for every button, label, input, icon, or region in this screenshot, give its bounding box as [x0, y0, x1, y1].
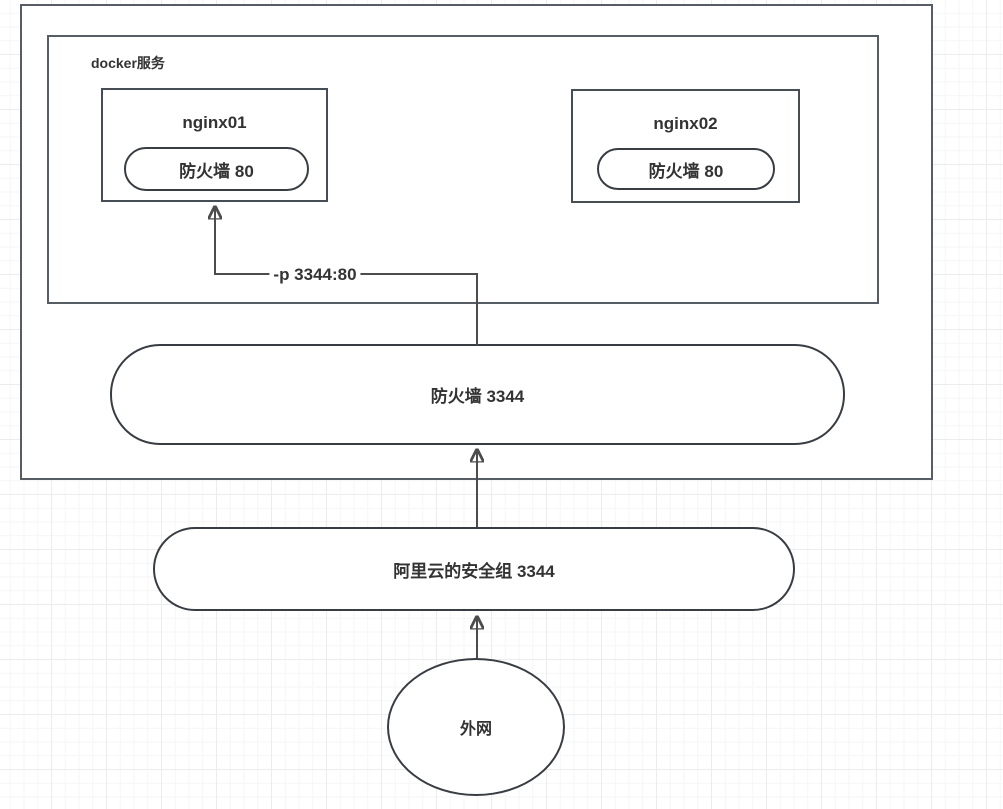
nginx02-box[interactable]: nginx02 防火墙 80 — [571, 89, 800, 203]
nginx01-firewall-pill[interactable]: 防火墙 80 — [124, 147, 309, 191]
nginx01-title: nginx01 — [182, 113, 247, 132]
nginx02-firewall-pill[interactable]: 防火墙 80 — [597, 148, 775, 190]
nginx01-box[interactable]: nginx01 防火墙 80 — [101, 88, 328, 202]
nginx02-title: nginx02 — [653, 114, 718, 133]
docker-service-group-label: docker服务 — [91, 55, 165, 71]
security-group-pill[interactable]: 阿里云的安全组 3344 — [153, 527, 795, 611]
security-group-label: 阿里云的安全组 3344 — [393, 561, 555, 581]
firewall-3344-label: 防火墙 3344 — [430, 387, 525, 406]
external-network-ellipse[interactable]: 外网 — [387, 658, 565, 796]
external-network-label: 外网 — [459, 721, 492, 738]
port-mapping-label: -p 3344:80 — [269, 265, 361, 285]
nginx02-firewall-label: 防火墙 80 — [648, 161, 724, 181]
firewall-3344-pill[interactable]: 防火墙 3344 — [110, 344, 845, 445]
nginx01-firewall-label: 防火墙 80 — [179, 161, 254, 181]
